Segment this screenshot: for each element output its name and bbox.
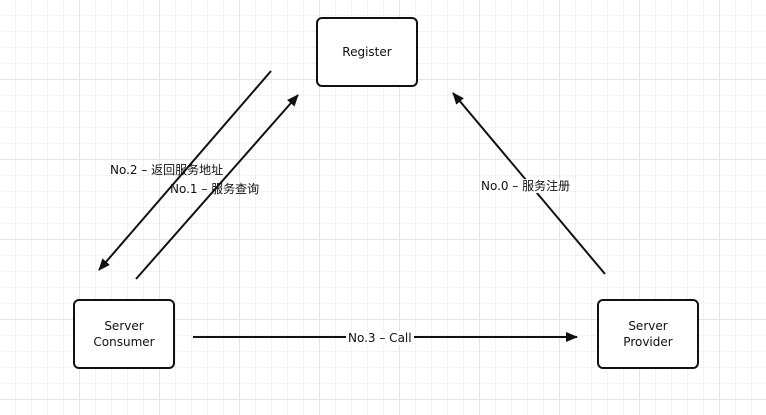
edge-label-register-service: No.0 – 服务注册 — [480, 179, 572, 193]
server-consumer-node-line-2: Consumer — [93, 335, 155, 349]
server-consumer-node-line-1: Server — [104, 319, 144, 333]
edge-label-return-address: No.2 – 返回服务地址 — [110, 163, 224, 177]
register-node[interactable]: Register — [316, 17, 418, 87]
server-consumer-node-label: Server Consumer — [93, 318, 154, 350]
edge-label-call: No.3 – Call — [346, 331, 414, 345]
server-provider-node-label: Server Provider — [623, 318, 672, 350]
edge-query — [135, 94, 299, 280]
server-provider-node-line-2: Provider — [623, 335, 673, 349]
server-provider-node-line-1: Server — [628, 319, 668, 333]
edge-return-address — [98, 70, 272, 271]
edge-label-query: No.1 – 服务查询 — [170, 182, 260, 196]
register-node-line-1: Register — [342, 45, 392, 59]
server-provider-node[interactable]: Server Provider — [597, 299, 699, 369]
register-node-label: Register — [342, 44, 391, 60]
server-consumer-node[interactable]: Server Consumer — [73, 299, 175, 369]
